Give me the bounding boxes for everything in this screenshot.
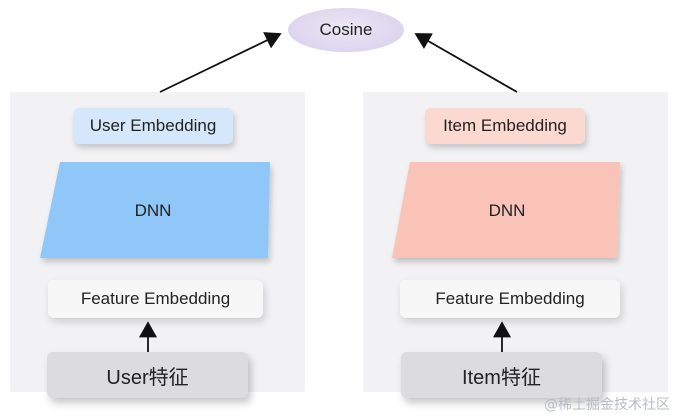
user-features-input-node: User特征: [47, 352, 248, 398]
item-feature-embedding-node: Feature Embedding: [400, 280, 620, 318]
item-to-cosine-arrow: [414, 33, 518, 93]
user-feature-embedding-node: Feature Embedding: [48, 280, 263, 318]
user-embedding-node: User Embedding: [73, 108, 233, 144]
watermark-text: @稀土掘金技术社区: [544, 397, 670, 413]
item-features-input-node: Item特征: [401, 352, 602, 398]
user-to-cosine-arrow: [159, 32, 282, 93]
item-embedding-node: Item Embedding: [425, 108, 585, 144]
cosine-node: Cosine: [288, 8, 404, 52]
